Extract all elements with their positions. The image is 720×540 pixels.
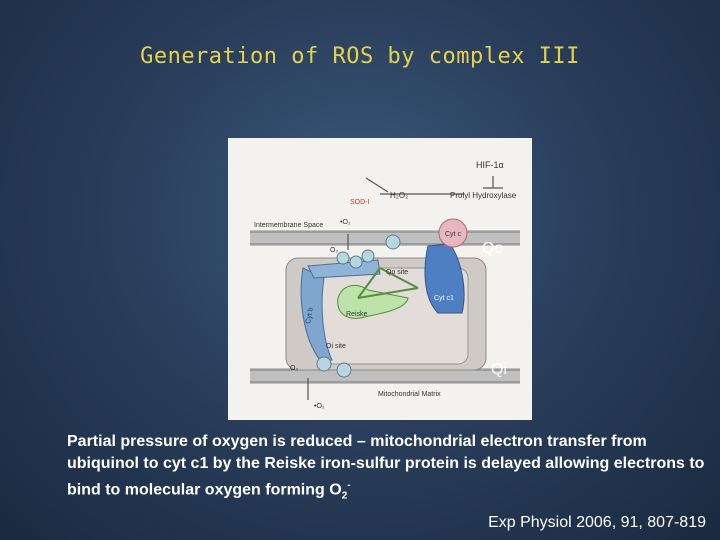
cyt-b-blob [300,267,333,361]
qo-q-circle-3 [361,249,375,263]
caption: Partial pressure of oxygen is reduced – … [67,431,707,508]
label-sod: SOD-I [350,199,370,206]
label-o2-top: O₂ [330,247,338,254]
qi-qh2-circle [316,356,332,372]
reiske-link-1 [357,287,419,299]
caption-subscript: 2 [341,490,348,502]
outer-membrane-hatch [250,231,520,245]
complex-iii-figure: HIF-1α H₂O₂ Prolyl Hydroxylase SOD-I Int… [228,138,532,420]
qo-q-circle-2 [349,255,363,269]
label-o2-bottom: O₂ [290,365,298,372]
label-cytb: Cyt b [305,307,315,324]
qo-q-circle-1 [336,251,350,265]
label-prolyl: Prolyl Hydroxylase [450,191,517,200]
label-matrix: Mitochondrial Matrix [378,391,441,398]
caption-text: Partial pressure of oxygen is reduced – … [67,433,705,499]
label-qo-site: Qo site [386,269,408,276]
label-o2r-bottom: •O₂ [314,403,325,410]
reiske-link-3 [379,267,419,289]
label-h2o2: H₂O₂ [390,191,408,200]
reiske-link-2 [357,267,381,299]
label-oi-site: Oi site [326,343,346,350]
label-o2r-top: •O₂ [340,219,351,226]
label-reiske: Reiske [346,311,368,318]
caption-superscript: - [347,480,351,491]
reiske-blob [337,285,409,319]
qi-callout: Qi [491,361,507,378]
cyt-c1-blob [424,243,465,314]
cyt-c-circle [438,218,468,248]
complex-iii-diagram: HIF-1α H₂O₂ Prolyl Hydroxylase SOD-I Int… [250,160,520,410]
electron-arrows [307,176,494,400]
qo-qh2-circle [385,234,401,250]
slide-title: Generation of ROS by complex III [140,44,580,69]
qi-q-circle [336,362,352,378]
citation: Exp Physiol 2006, 91, 807-819 [488,514,706,531]
qo-callout: Qo [482,240,504,257]
label-cytc1: Cyt c1 [434,295,454,302]
label-cytc: Cyt c [445,231,461,238]
label-hif: HIF-1α [476,160,504,170]
label-intermembrane: Intermembrane Space [254,222,323,229]
inner-membrane-band [250,368,520,384]
